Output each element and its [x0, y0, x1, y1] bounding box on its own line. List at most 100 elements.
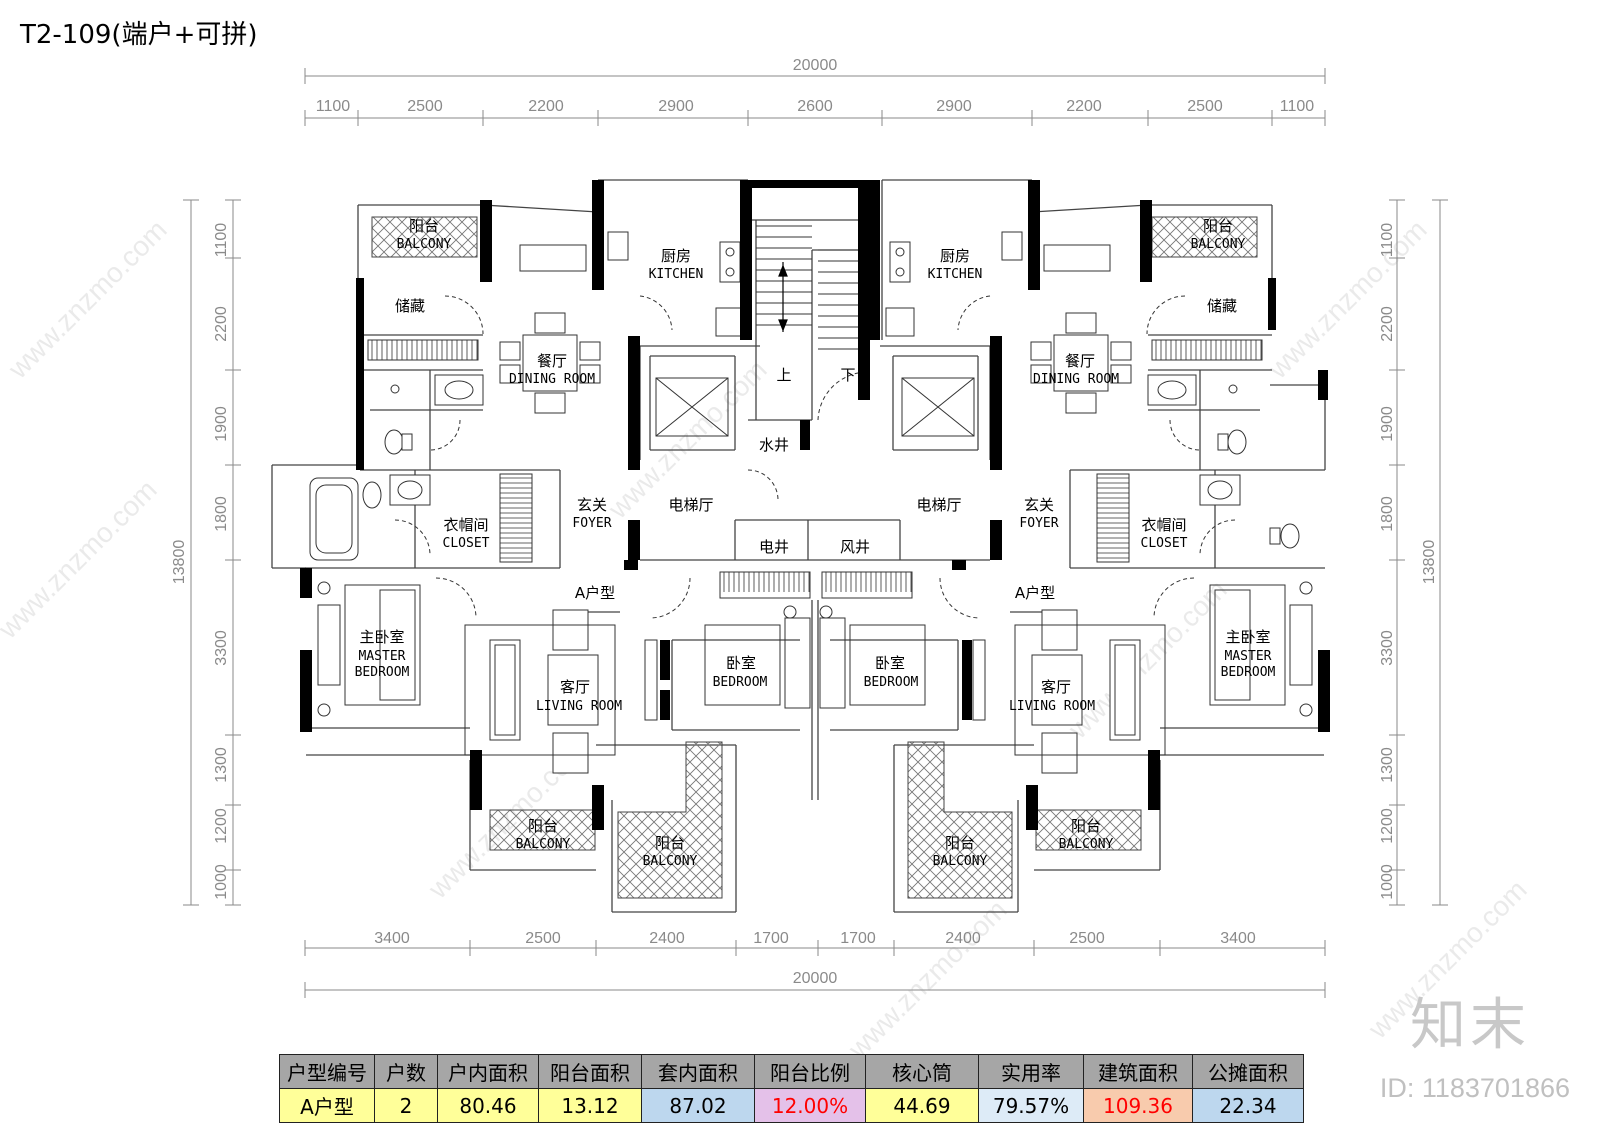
dim-left-label: 1900: [213, 406, 230, 442]
storage-label: 储藏: [395, 297, 425, 315]
wall-segment: [990, 336, 1002, 470]
dimension-ticks: [225, 110, 1405, 956]
wall-segment: [858, 180, 870, 400]
value-cell: 2: [374, 1088, 438, 1123]
dim-top-label: 2200: [528, 98, 564, 115]
unit-type-label: A户型: [1015, 584, 1055, 602]
header-cell: 公摊面积: [1192, 1054, 1304, 1089]
value-cell: 44.69: [865, 1088, 979, 1123]
elevator-lobby-label: 电梯厅: [916, 496, 961, 514]
header-cell: 阳台面积: [538, 1054, 642, 1089]
foyer-label: 玄关: [1024, 496, 1054, 514]
header-cell: 户数: [374, 1054, 438, 1089]
dim-right-label: 1000: [1379, 864, 1396, 900]
water-shaft-label: 水井: [759, 436, 789, 454]
room-labels-left: 阳台 BALCONY 厨房 KITCHEN 储藏 餐厅 DINING ROOM …: [355, 217, 768, 869]
dim-top-label: 2900: [936, 98, 972, 115]
dim-left-label: 2200: [213, 306, 230, 342]
living-label: 客厅: [560, 678, 590, 696]
stair-down-label: 下: [840, 366, 855, 384]
dim-right-label: 1800: [1379, 496, 1396, 532]
kitchen-counters: [607, 231, 1023, 337]
dim-top-label: 1100: [316, 98, 351, 115]
dining-table-right: [1030, 312, 1132, 414]
stair-up-label: 上: [776, 366, 791, 384]
unit-type-label: A户型: [575, 584, 615, 602]
dim-bottom-total: 20000: [793, 970, 838, 987]
bedroom-label-en: BEDROOM: [713, 675, 768, 690]
living-label-en: LIVING ROOM: [1009, 699, 1095, 714]
wall-segment: [952, 560, 966, 570]
air-shaft-label: 风井: [840, 538, 870, 556]
wall-segment: [868, 180, 880, 340]
electric-shaft-label: 电井: [759, 538, 789, 556]
header-cell: 户型编号: [279, 1054, 375, 1089]
wall-segment: [300, 568, 312, 598]
header-cell: 套内面积: [641, 1054, 755, 1089]
value-cell: 87.02: [641, 1088, 755, 1123]
room-labels-right: 阳台 BALCONY 厨房 KITCHEN 储藏 餐厅 DINING ROOM …: [864, 217, 1276, 869]
dim-right-col: 1100 2200 1900 1800 3300 1300 1200 1000 …: [1379, 223, 1438, 900]
area-table-row: A户型 2 80.46 13.12 87.02 12.00% 44.69 79.…: [279, 1088, 1304, 1123]
balcony-label-en: BALCONY: [1191, 237, 1246, 252]
master-bedroom-label: 主卧室: [359, 628, 404, 646]
dim-bottom-label: 2500: [525, 930, 561, 947]
dim-top-label: 2200: [1066, 98, 1102, 115]
closet-label-en: CLOSET: [1141, 536, 1188, 551]
dim-bottom-label: 3400: [1220, 930, 1256, 947]
dim-right-label: 1100: [1379, 223, 1396, 258]
dim-top-label: 2500: [407, 98, 443, 115]
dining-label: 餐厅: [1065, 352, 1095, 370]
closet-label: 衣帽间: [1141, 516, 1186, 534]
living-label-en: LIVING ROOM: [536, 699, 622, 714]
master-bedroom-label-en1: MASTER: [359, 649, 406, 664]
wall-segment: [356, 400, 364, 470]
watermark-text: www.znzmo.com: [1262, 214, 1433, 385]
balcony-label-en: BALCONY: [516, 837, 571, 852]
balcony-label: 阳台: [1071, 817, 1101, 835]
wall-segment: [628, 520, 640, 560]
area-table-header-row: 户型编号 户数 户内面积 阳台面积 套内面积 阳台比例 核心筒 实用率 建筑面积…: [279, 1054, 1304, 1089]
bedroom-label: 卧室: [875, 654, 905, 672]
balcony-label: 阳台: [655, 834, 685, 852]
wall-segment: [1318, 650, 1330, 732]
dim-left-label: 3300: [213, 630, 230, 666]
closet-rail-stripes: [371, 340, 1262, 592]
watermark-text: www.znzmo.com: [842, 894, 1013, 1065]
wall-segment: [1140, 200, 1152, 282]
kitchen-label-en: KITCHEN: [649, 267, 704, 282]
closet-label-en: CLOSET: [443, 536, 490, 551]
value-cell: 22.34: [1192, 1088, 1304, 1123]
living-furniture-right: [972, 609, 1166, 774]
wall-segment: [1268, 278, 1276, 330]
wall-segment: [628, 336, 640, 470]
kitchen-label: 厨房: [940, 247, 970, 265]
dim-left-label: 1300: [213, 747, 230, 783]
kitchen-label: 厨房: [661, 247, 691, 265]
watermark-text: www.znzmo.com: [2, 214, 173, 385]
structural-walls: [300, 180, 1330, 830]
wall-segment: [660, 640, 670, 680]
dim-top-label: 2500: [1187, 98, 1223, 115]
header-cell: 实用率: [978, 1054, 1084, 1089]
living-furniture-left: [464, 609, 658, 774]
value-cell: 80.46: [437, 1088, 539, 1123]
watermark-text: www.znzmo.com: [0, 474, 163, 645]
dim-left-label: 1200: [213, 808, 230, 844]
wall-segment: [624, 560, 638, 570]
dim-bottom-label: 2400: [649, 930, 685, 947]
wall-segment: [660, 690, 670, 720]
header-cell: 建筑面积: [1083, 1054, 1193, 1089]
wall-segment: [592, 785, 604, 830]
dim-right-label: 3300: [1379, 630, 1396, 666]
value-cell: 12.00%: [754, 1088, 866, 1123]
wall-segment: [470, 750, 482, 810]
dim-top-label: 1100: [1280, 98, 1315, 115]
wall-segment: [740, 180, 752, 340]
dim-bottom-row: 3400 2500 2400 1700 1700 2400 2500 3400 …: [374, 930, 1256, 987]
dining-label-en: DINING ROOM: [509, 372, 595, 387]
dining-label: 餐厅: [537, 352, 567, 370]
wall-segment: [1318, 370, 1328, 400]
closet-label: 衣帽间: [443, 516, 488, 534]
master-bedroom-label-en1: MASTER: [1225, 649, 1272, 664]
